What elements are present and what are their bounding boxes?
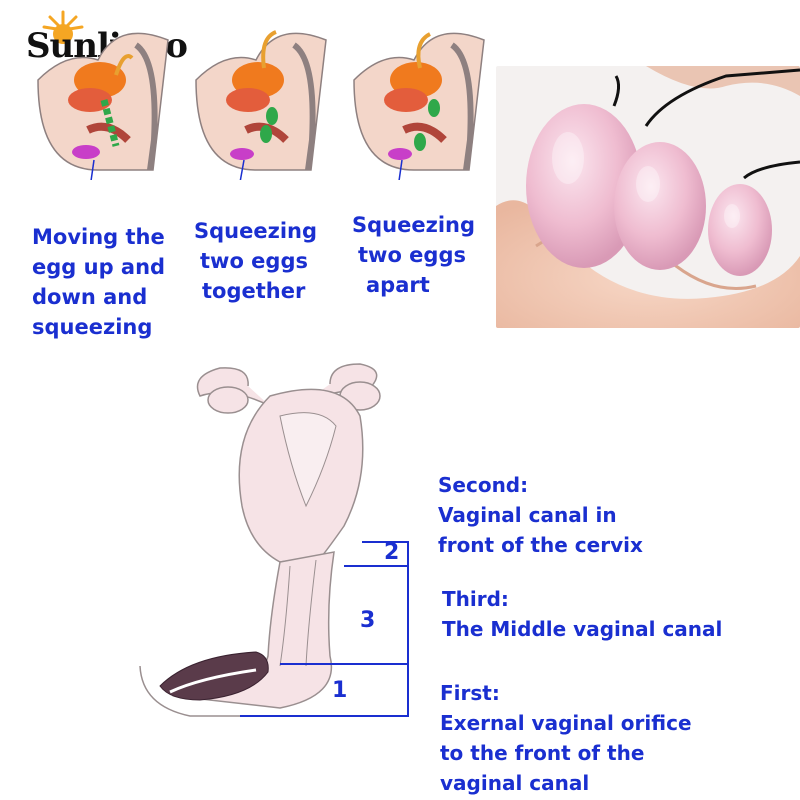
pelvic-cross-section-3 <box>353 32 485 171</box>
pelvic-cross-section-2 <box>195 30 327 171</box>
section-description-first: First: Exernal vaginal orifice to the fr… <box>440 681 692 795</box>
external-orifice-tissue <box>159 651 269 701</box>
pelvic-cross-section-1 <box>37 32 169 171</box>
step-caption-2: Squeezing two eggs together <box>194 219 317 303</box>
section-description-third: Third: The Middle vaginal canal <box>442 587 723 641</box>
medium-egg <box>614 142 706 270</box>
section-number-1: 1 <box>332 678 348 703</box>
section-number-3: 3 <box>360 608 376 633</box>
vaginal-canal-diagram <box>139 363 409 717</box>
small-egg <box>708 184 772 276</box>
section-number-2: 2 <box>384 540 400 565</box>
large-egg <box>526 104 642 268</box>
sun-icon <box>42 10 84 44</box>
section-brackets <box>240 541 409 717</box>
step-caption-1: Moving the egg up and down and squeezing <box>32 225 166 339</box>
product-photo <box>496 66 800 328</box>
cord <box>612 75 621 107</box>
step-caption-3: Squeezing two eggs apart <box>352 213 475 297</box>
section-description-second: Second: Vaginal canal in front of the ce… <box>438 473 643 557</box>
pelvic-illustrations <box>37 30 485 180</box>
